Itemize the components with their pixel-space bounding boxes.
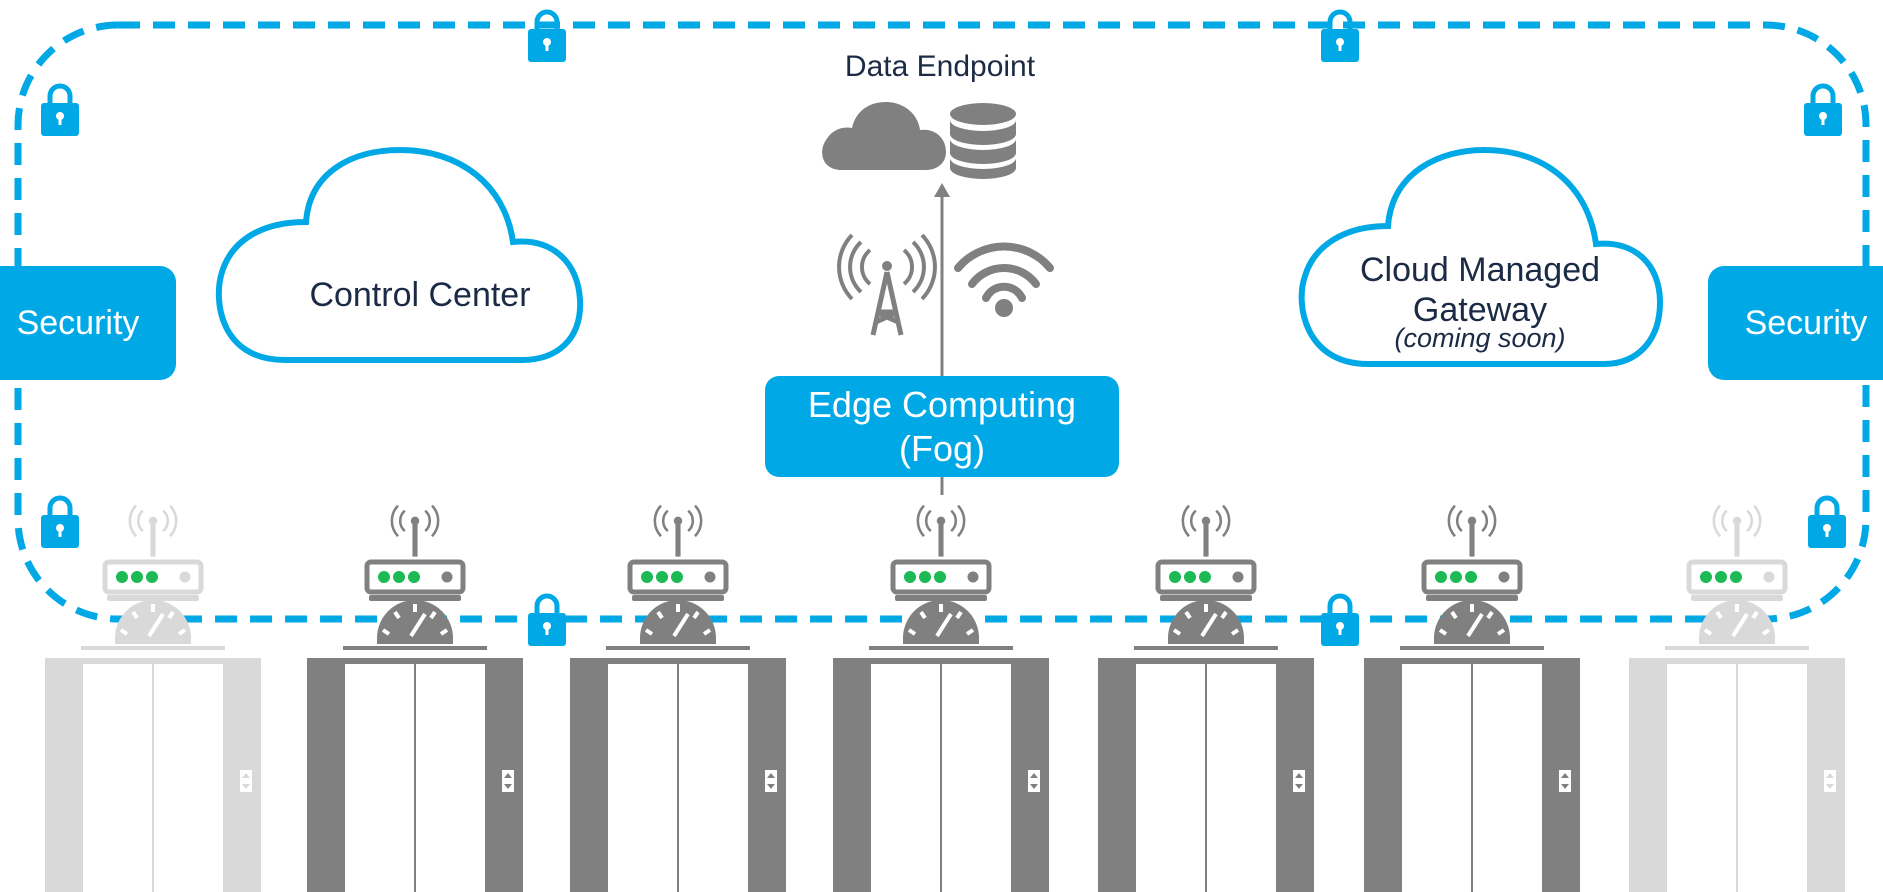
lock-icon [1808, 498, 1846, 548]
gateway-coming-soon: (coming soon) [1394, 323, 1566, 353]
router-icon [367, 506, 463, 601]
elevator-icon [305, 598, 525, 892]
cloud-icon [822, 102, 946, 170]
lock-icon [1321, 596, 1359, 646]
control-center-cloud-outline [215, 146, 584, 363]
router-icon [1158, 506, 1254, 601]
security-box-right: Security [1708, 266, 1883, 380]
edge-computing-sublabel: (Fog) [898, 427, 985, 469]
elevator-unit [1362, 506, 1582, 892]
elevator-icon [1627, 598, 1847, 892]
elevator-unit [568, 506, 788, 892]
lock-icon [41, 498, 79, 548]
wifi-icon [954, 242, 1054, 317]
elevator-icon [831, 598, 1051, 892]
security-box-left: Security [0, 266, 176, 380]
cell-tower-icon [837, 233, 937, 336]
control-center-label: Control Center [309, 276, 531, 314]
database-icon [950, 103, 1016, 179]
elevator-icon [1362, 598, 1582, 892]
elevator-unit [43, 506, 263, 892]
elevator-unit [1096, 506, 1316, 892]
elevator-icon [43, 598, 263, 892]
gateway-cloud-outline [1298, 146, 1664, 367]
edge-computing-box: Edge Computing (Fog) [765, 376, 1119, 477]
elevator-unit [831, 506, 1051, 892]
gateway-label-line2: Gateway [1412, 291, 1548, 329]
edge-computing-label: Edge Computing [807, 383, 1077, 425]
lock-icon [1321, 12, 1359, 62]
security-label: Security [16, 303, 140, 342]
elevator-icon [1096, 598, 1316, 892]
elevator-unit [1627, 506, 1847, 892]
lock-icon [528, 596, 566, 646]
lock-icon [41, 86, 79, 136]
security-label: Security [1744, 303, 1868, 342]
elevator-icon [568, 598, 788, 892]
lock-icon [1804, 86, 1842, 136]
lock-icon [528, 12, 566, 62]
data-endpoint-title: Data Endpoint [844, 50, 1036, 83]
router-icon [893, 506, 989, 601]
router-icon [105, 506, 201, 601]
router-icon [630, 506, 726, 601]
router-icon [1689, 506, 1785, 601]
gateway-label-line1: Cloud Managed [1359, 251, 1601, 289]
router-icon [1424, 506, 1520, 601]
elevator-unit [305, 506, 525, 892]
